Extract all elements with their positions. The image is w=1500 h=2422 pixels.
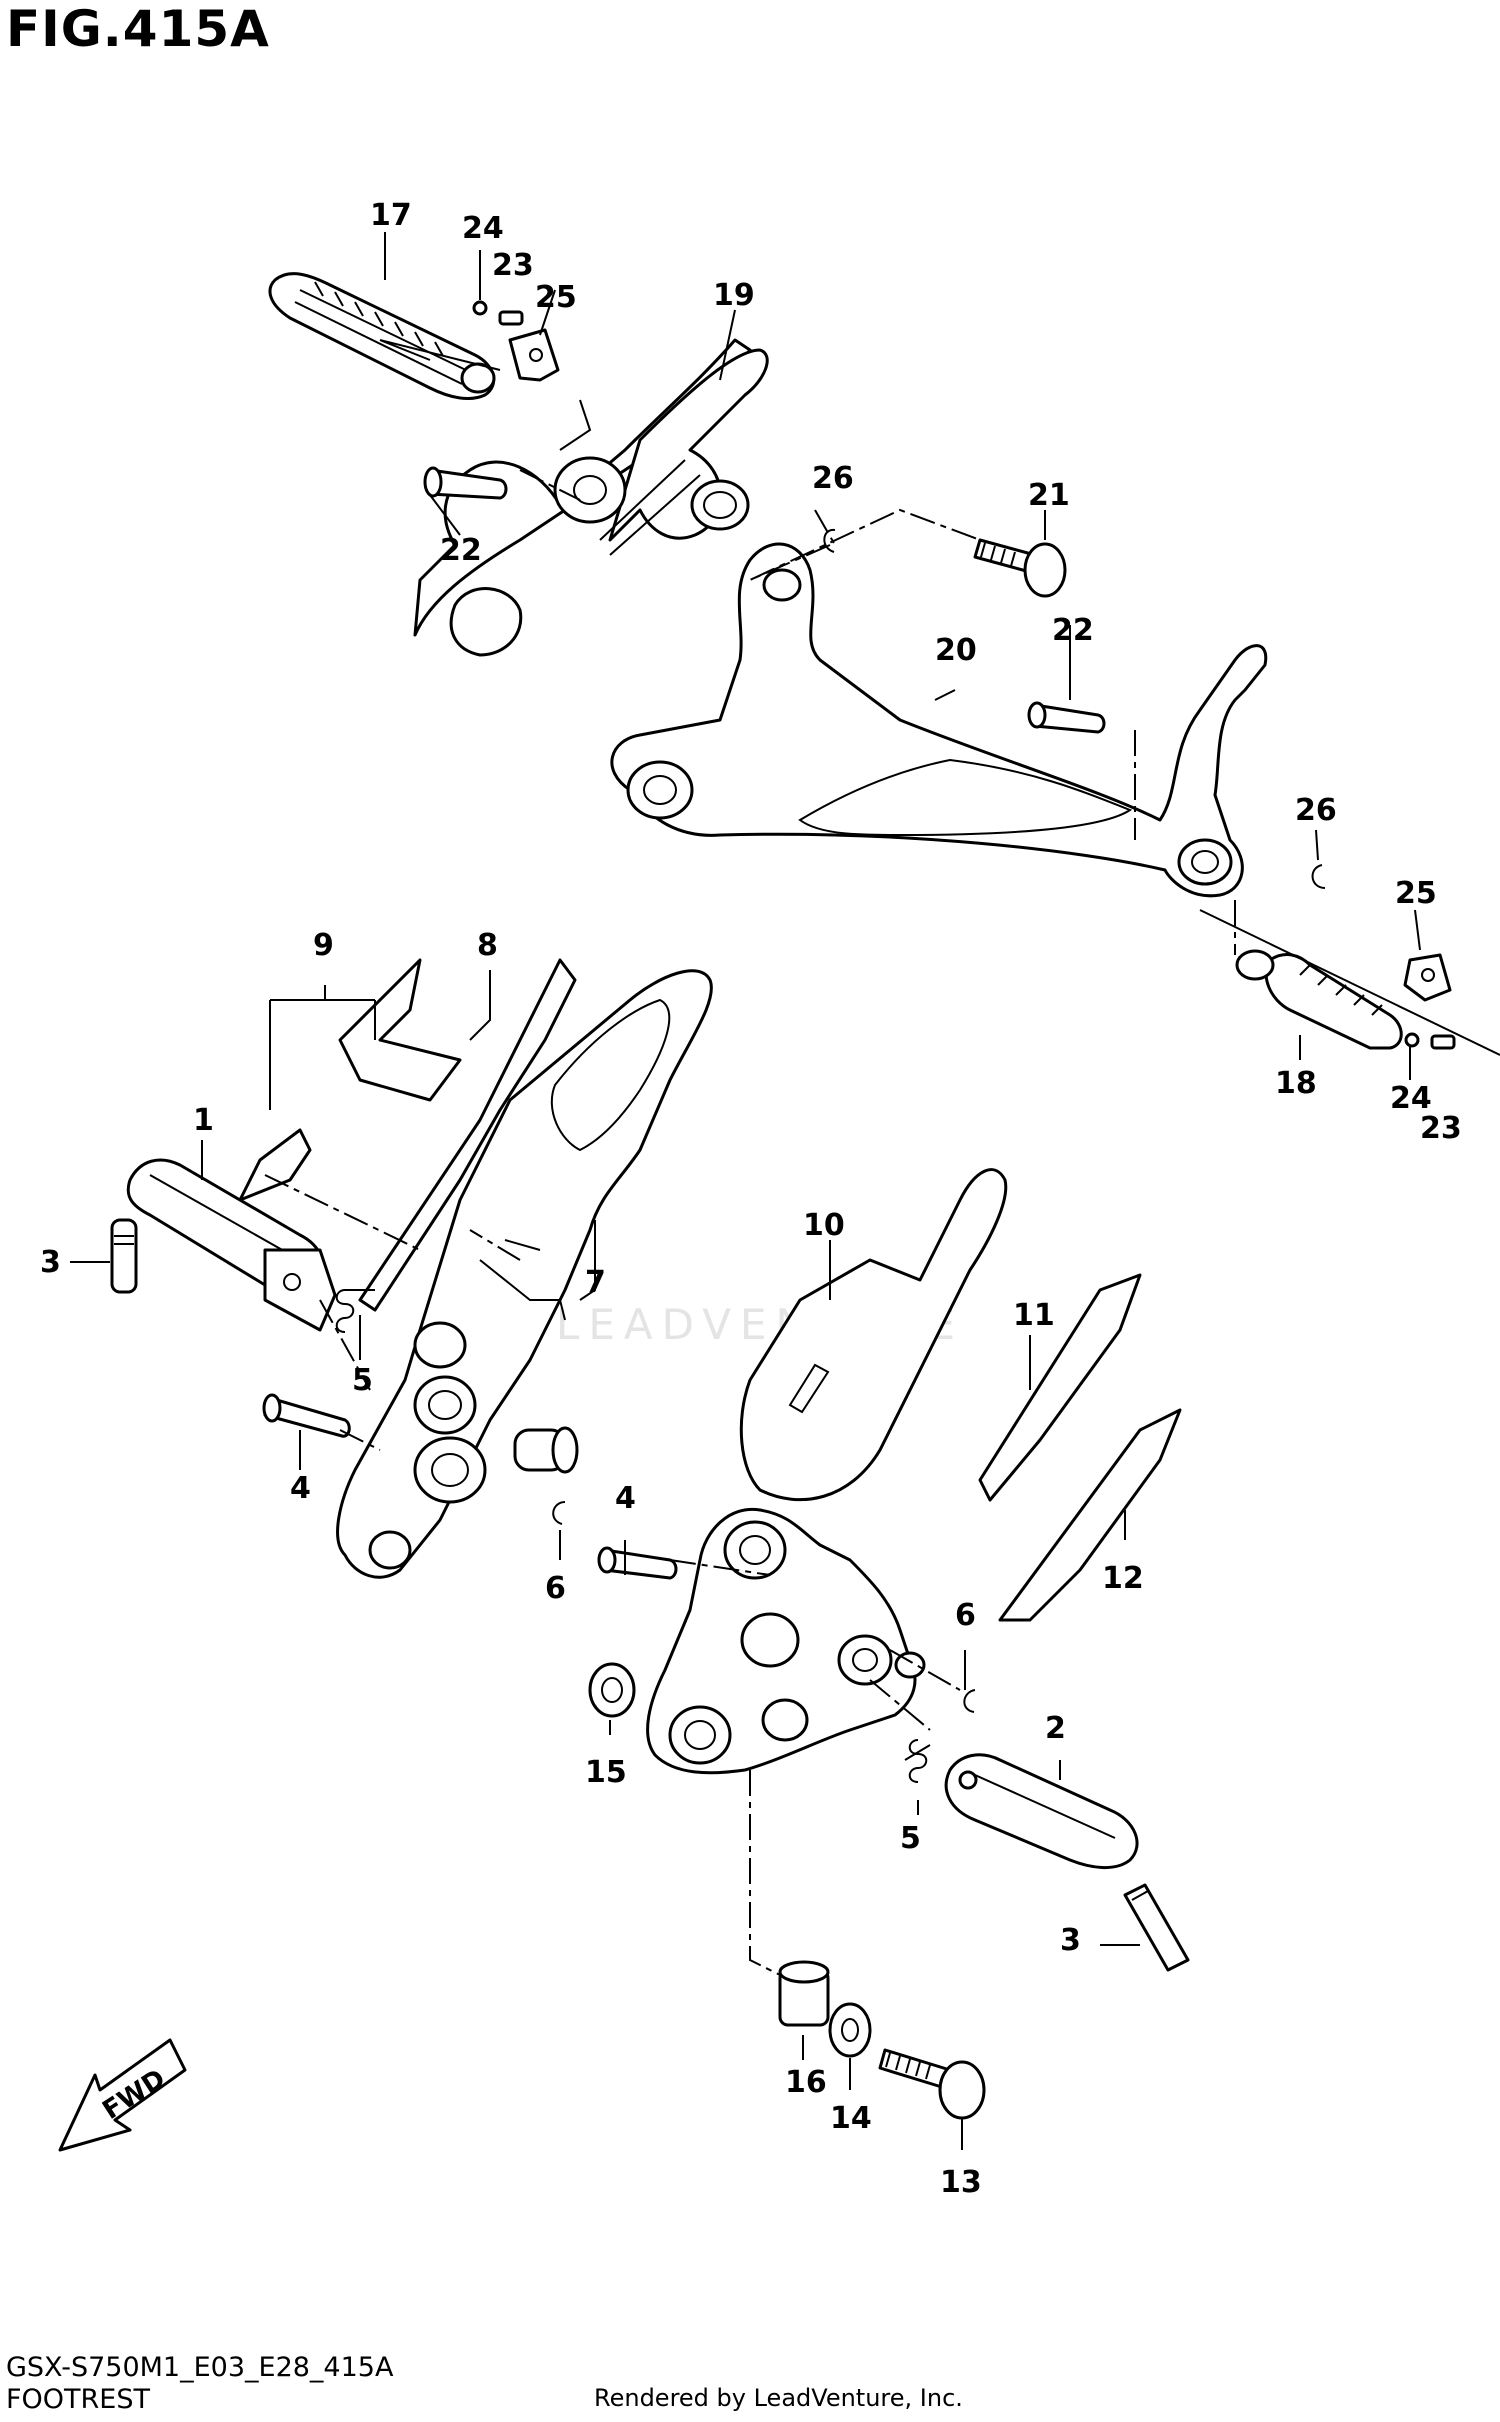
part-14-washer-lower xyxy=(828,2002,872,2058)
part-3-pin-right xyxy=(1123,1883,1190,1972)
callout-20: 20 xyxy=(935,633,977,668)
callout-2: 2 xyxy=(1045,1711,1066,1746)
part-12-cover-lower xyxy=(998,1408,1182,1622)
callout-6-left: 6 xyxy=(545,1571,566,1606)
part-7-main-bracket-left xyxy=(336,969,713,1579)
part-1-footpeg-left xyxy=(126,1158,337,1332)
part-3-pin-left xyxy=(110,1218,138,1294)
callout-24-right: 24 xyxy=(1390,1081,1432,1116)
part-24-ball-left xyxy=(472,300,488,316)
callout-24-upper: 24 xyxy=(462,211,504,246)
callout-21: 21 xyxy=(1028,478,1070,513)
part-25-plate-right xyxy=(1403,953,1452,1002)
part-26-eclip-right xyxy=(1311,864,1326,889)
part-8-heel-guard xyxy=(358,958,577,1312)
callout-15: 15 xyxy=(585,1755,627,1790)
callout-6-right: 6 xyxy=(955,1598,976,1633)
part-13-bolt xyxy=(878,2048,986,2120)
callout-5-left: 5 xyxy=(352,1363,373,1398)
callout-26-upper: 26 xyxy=(812,461,854,496)
part-2-footpeg-right xyxy=(944,1753,1139,1870)
part-4-pin-left xyxy=(262,1393,351,1438)
callout-3-right: 3 xyxy=(1060,1923,1081,1958)
part-4-pin-right xyxy=(597,1546,678,1580)
callout-12: 12 xyxy=(1102,1561,1144,1596)
part-21-bolt xyxy=(973,538,1067,598)
callout-19: 19 xyxy=(713,278,755,313)
part-20-rear-bracket-right xyxy=(610,542,1268,898)
part-23-spring-left xyxy=(498,310,524,326)
callout-22-right: 22 xyxy=(1052,613,1094,648)
figure-title: FIG.415A xyxy=(6,0,270,58)
part-11-cover-upper xyxy=(978,1273,1142,1502)
callout-14: 14 xyxy=(830,2101,872,2136)
callout-11: 11 xyxy=(1013,1298,1055,1333)
part-15-washer xyxy=(588,1662,636,1718)
callout-26-right: 26 xyxy=(1295,793,1337,828)
part-18-footpeg-right xyxy=(1235,949,1403,1050)
callout-4-left: 4 xyxy=(290,1471,311,1506)
part-5-spring-right xyxy=(904,1739,931,1783)
callout-9: 9 xyxy=(313,928,334,963)
callout-1: 1 xyxy=(193,1103,214,1138)
part-17-footpeg-left xyxy=(268,272,496,400)
callout-16: 16 xyxy=(785,2065,827,2100)
callout-23-upper: 23 xyxy=(492,248,534,283)
callout-4-right: 4 xyxy=(615,1481,636,1516)
callout-23-right: 23 xyxy=(1420,1111,1462,1146)
rendered-by-credit: Rendered by LeadVenture, Inc. xyxy=(594,2384,963,2412)
section-name: FOOTREST xyxy=(6,2384,150,2415)
part-6-eclip-left xyxy=(552,1501,566,1525)
part-26-eclip-left xyxy=(823,528,836,553)
callout-18: 18 xyxy=(1275,1066,1317,1101)
callout-labels: 17 24 23 25 19 22 26 21 22 20 26 25 18 2… xyxy=(40,198,1462,2200)
callout-17: 17 xyxy=(370,198,412,233)
callout-10: 10 xyxy=(803,1208,845,1243)
part-5-spring-left xyxy=(335,1289,375,1333)
callout-25-upper: 25 xyxy=(535,280,577,315)
part-10-heel-guard-right xyxy=(739,1168,1008,1502)
callout-3-left: 3 xyxy=(40,1245,61,1280)
part-24-ball-right xyxy=(1404,1032,1420,1048)
part-22-pin-right xyxy=(1027,701,1106,734)
model-code: GSX-S750M1_E03_E28_415A xyxy=(6,2352,394,2383)
fwd-arrow-icon: FWD xyxy=(58,2038,187,2152)
callout-25-right: 25 xyxy=(1395,876,1437,911)
callout-22-upper: 22 xyxy=(440,533,482,568)
callout-8: 8 xyxy=(477,928,498,963)
callout-5-right: 5 xyxy=(900,1821,921,1856)
part-19-rear-bracket-left xyxy=(413,338,769,657)
part-9-cover-left xyxy=(238,958,462,1202)
part-7-main-bracket-right xyxy=(646,1507,926,1775)
callout-7: 7 xyxy=(585,1265,606,1300)
callout-13: 13 xyxy=(940,2165,982,2200)
part-22-pin-left xyxy=(423,466,508,500)
part-16-collar xyxy=(778,1960,830,2027)
leader-lines xyxy=(70,232,1500,2150)
part-23-spring-right xyxy=(1430,1034,1456,1050)
part-25-plate-left xyxy=(508,328,560,382)
part-6-eclip-right xyxy=(963,1689,976,1713)
